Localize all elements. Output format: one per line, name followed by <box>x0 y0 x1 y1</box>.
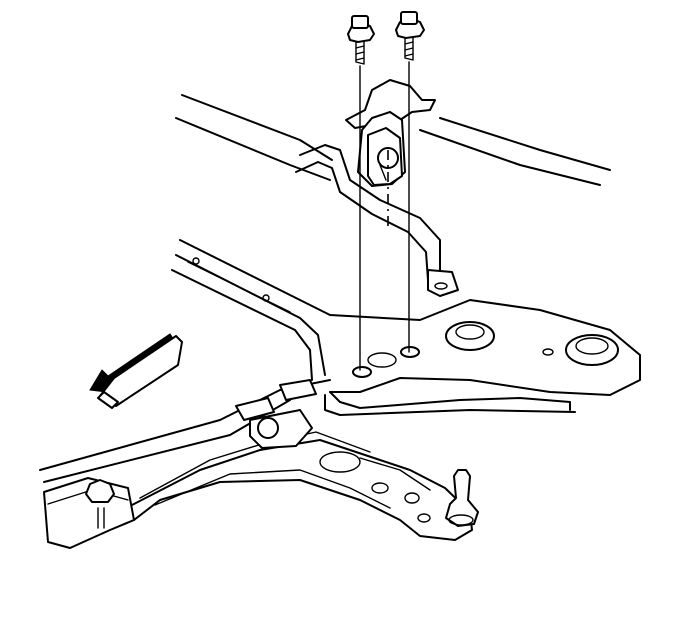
direction-arrow-icon <box>89 333 183 409</box>
alignment-lines <box>359 61 410 371</box>
stabilizer-bar <box>295 144 459 297</box>
ball-joint <box>445 469 479 527</box>
bolt-left <box>347 15 375 65</box>
stabilizer-bushing-bracket <box>345 79 436 187</box>
frame-crossmember <box>171 239 641 416</box>
lower-arm-bolt <box>85 479 115 529</box>
upper-frame-rail <box>175 94 611 186</box>
bolt-right <box>395 11 425 61</box>
